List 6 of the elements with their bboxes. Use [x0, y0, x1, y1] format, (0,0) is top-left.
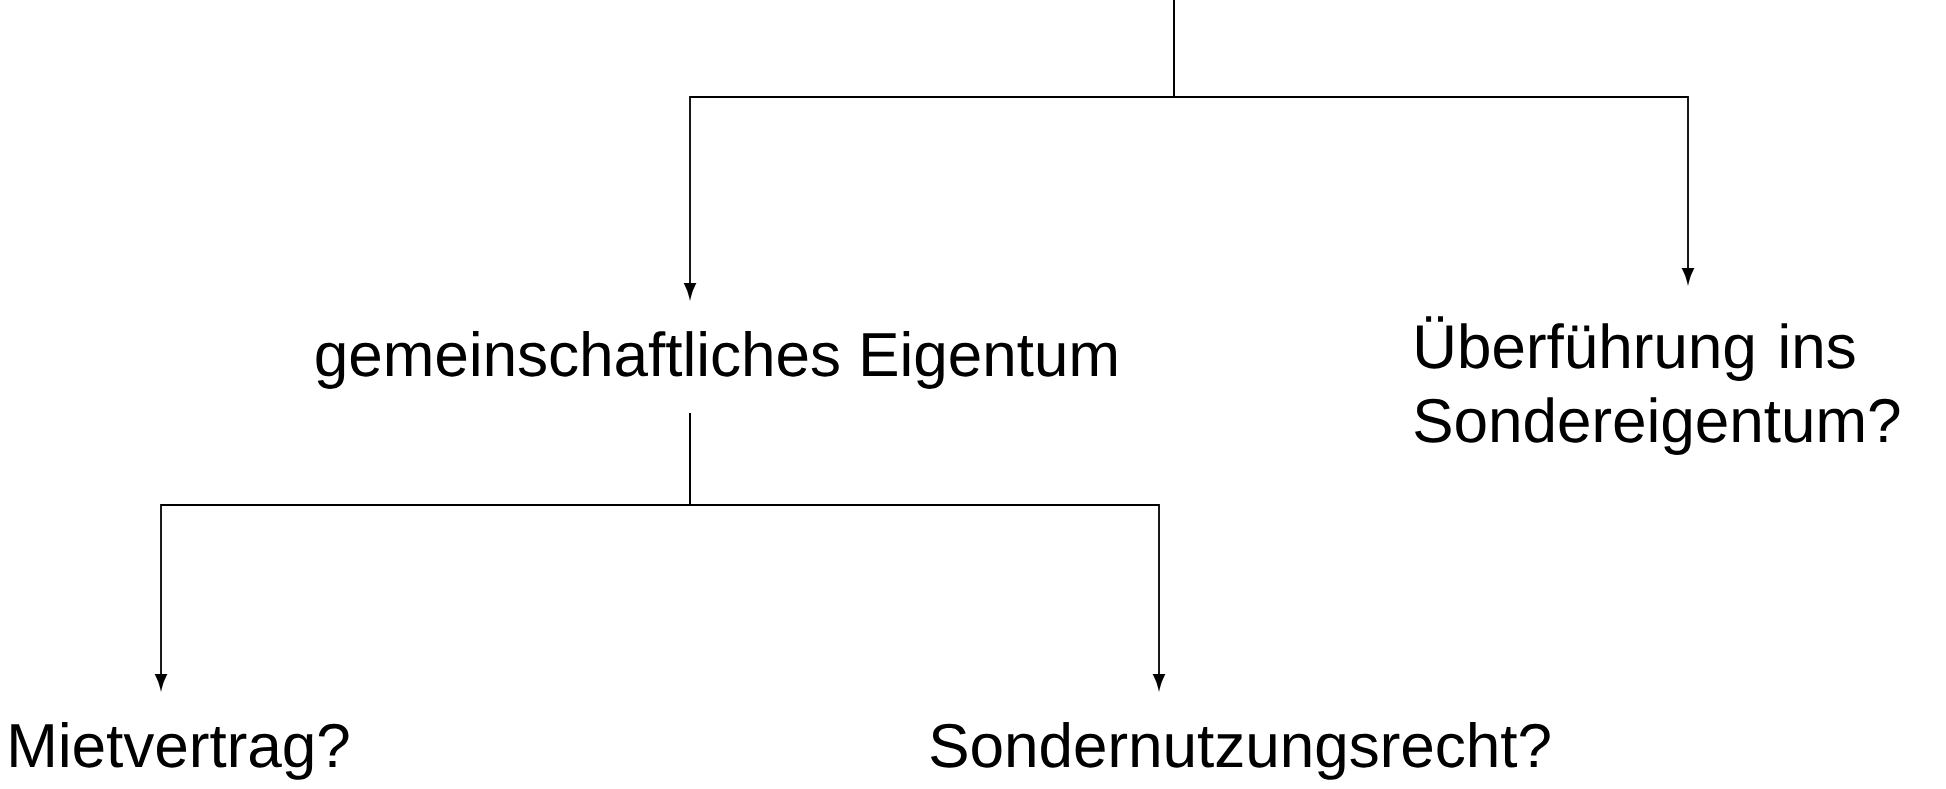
node-label: Überführung ins Sondereigentum?: [1415, 316, 1900, 455]
arrow: [689, 412, 1165, 689]
node-label: gemeinschaftliches Eigentum: [316, 331, 1116, 389]
arrow: [1173, 0, 1694, 284]
node-label: Sondernutzungsrecht?: [931, 722, 1550, 780]
node-label: Mietvertrag?: [11, 722, 349, 780]
